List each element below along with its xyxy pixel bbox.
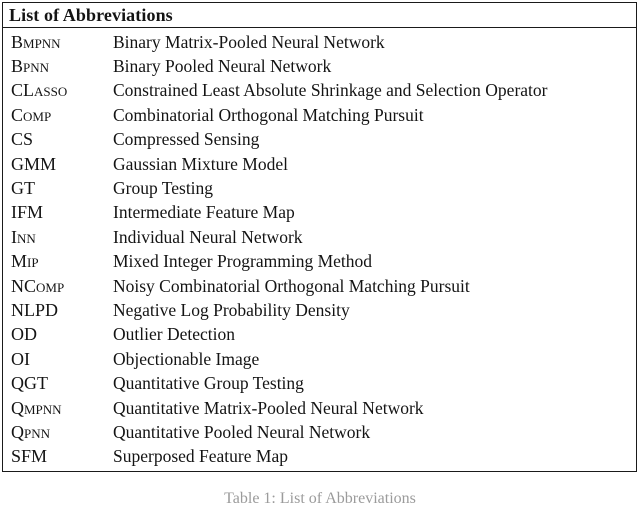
abbr-cell: OD (11, 324, 37, 345)
definition-cell: Objectionable Image (113, 348, 260, 369)
table-row: Comp Combinatorial Orthogonal Matching P… (3, 103, 636, 127)
abbr-cell: IFM (11, 202, 44, 223)
definition-cell: Quantitative Group Testing (113, 373, 304, 394)
table-row: NComp Noisy Combinatorial Orthogonal Mat… (3, 274, 636, 298)
definition-cell: Superposed Feature Map (113, 446, 288, 467)
abbr-cell: Qmpnn (11, 397, 62, 418)
table-row: CLasso Constrained Least Absolute Shrink… (3, 79, 636, 103)
definition-cell: Binary Pooled Neural Network (113, 56, 332, 77)
abbr-cell: GMM (11, 153, 57, 174)
table-caption: Table 1: List of Abbreviations (224, 490, 416, 507)
abbr-cell: Qpnn (11, 421, 51, 442)
abbr-cell: NComp (11, 275, 65, 296)
abbr-cell: GT (11, 178, 35, 199)
table-row: Qpnn Quantitative Pooled Neural Network (3, 420, 636, 444)
definition-cell: Quantitative Matrix-Pooled Neural Networ… (113, 397, 424, 418)
table-row: Bpnn Binary Pooled Neural Network (3, 54, 636, 78)
definition-cell: Outlier Detection (113, 324, 235, 345)
abbr-cell: CS (11, 129, 34, 150)
definition-cell: Combinatorial Orthogonal Matching Pursui… (113, 104, 424, 125)
table-row: NLPD Negative Log Probability Density (3, 298, 636, 322)
table-body: Bmpnn Binary Matrix-Pooled Neural Networ… (3, 28, 636, 471)
table-row: Inn Individual Neural Network (3, 225, 636, 249)
definition-cell: Mixed Integer Programming Method (113, 251, 373, 272)
definition-cell: Binary Matrix-Pooled Neural Network (113, 31, 385, 52)
abbr-cell: Comp (11, 104, 52, 125)
table-row: Mip Mixed Integer Programming Method (3, 250, 636, 274)
table-row: Bmpnn Binary Matrix-Pooled Neural Networ… (3, 30, 636, 54)
definition-cell: Constrained Least Absolute Shrinkage and… (113, 80, 548, 101)
abbr-cell: CLasso (11, 80, 68, 101)
definition-cell: Compressed Sensing (113, 129, 260, 150)
table-row: GMM Gaussian Mixture Model (3, 152, 636, 176)
abbr-cell: QGT (11, 373, 48, 394)
table-row: QGT Quantitative Group Testing (3, 371, 636, 395)
abbr-cell: Bpnn (11, 56, 50, 77)
table-row: OD Outlier Detection (3, 323, 636, 347)
definition-cell: Group Testing (113, 178, 214, 199)
abbr-cell: Inn (11, 226, 36, 247)
abbr-cell: OI (11, 348, 30, 369)
definition-cell: Gaussian Mixture Model (113, 153, 288, 174)
table-row: SFM Superposed Feature Map (3, 445, 636, 469)
table-header: List of Abbreviations (3, 3, 636, 28)
table-row: Qmpnn Quantitative Matrix-Pooled Neural … (3, 396, 636, 420)
definition-cell: Negative Log Probability Density (113, 299, 350, 320)
table-row: GT Group Testing (3, 176, 636, 200)
definition-cell: Noisy Combinatorial Orthogonal Matching … (113, 275, 470, 296)
table-row: IFM Intermediate Feature Map (3, 201, 636, 225)
definition-cell: Quantitative Pooled Neural Network (113, 421, 371, 442)
definition-cell: Intermediate Feature Map (113, 202, 295, 223)
abbr-cell: SFM (11, 446, 48, 467)
definition-cell: Individual Neural Network (113, 226, 303, 247)
abbr-cell: Mip (11, 251, 39, 272)
abbreviations-table: List of Abbreviations Bmpnn Binary Matri… (2, 2, 637, 472)
abbr-cell: Bmpnn (11, 31, 61, 52)
abbr-cell: NLPD (11, 299, 59, 320)
table-row: CS Compressed Sensing (3, 128, 636, 152)
table-row: OI Objectionable Image (3, 347, 636, 371)
